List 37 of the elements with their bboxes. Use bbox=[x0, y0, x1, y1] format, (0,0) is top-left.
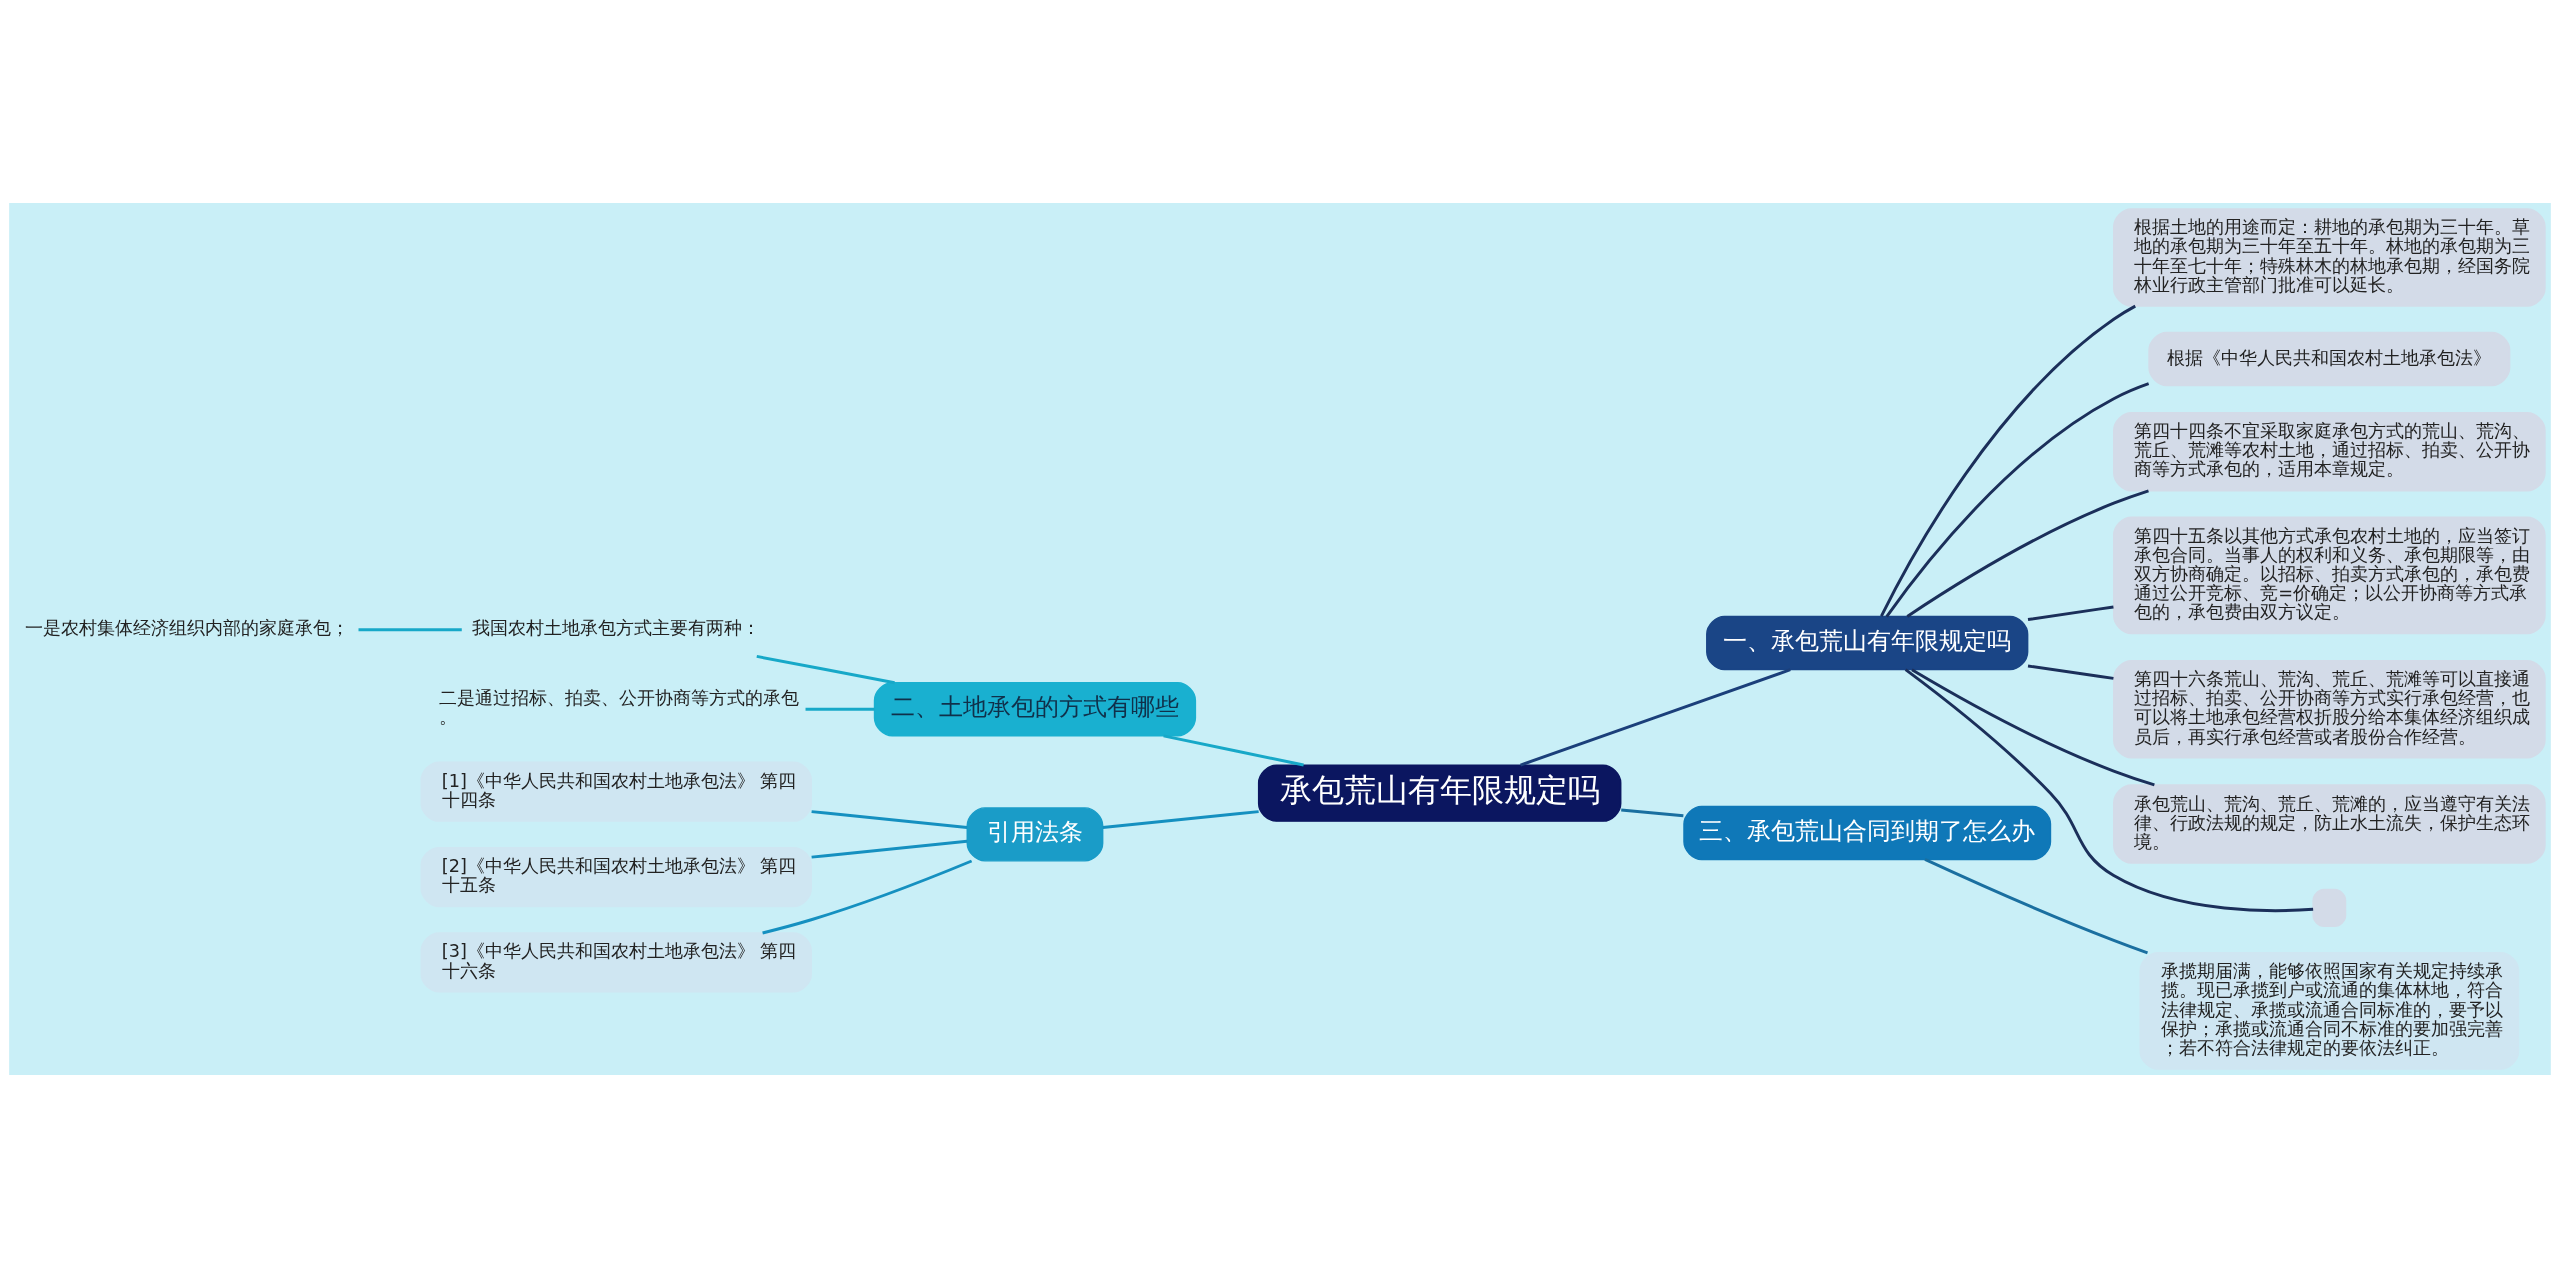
node-box: 根据《中华人民共和国农村土地承包法》 bbox=[2148, 331, 2511, 386]
node-box: 一、承包荒山有年限规定吗 bbox=[1706, 615, 2029, 670]
connector bbox=[1906, 488, 2149, 618]
connector bbox=[1904, 667, 2314, 912]
connector bbox=[805, 707, 875, 711]
connector bbox=[811, 839, 968, 859]
node-box: [2]《中华人民共和国农村土地承包法》 第四十五条 bbox=[420, 846, 812, 907]
connector bbox=[1102, 809, 1259, 829]
connector bbox=[762, 859, 973, 934]
node-box: [1]《中华人民共和国农村土地承包法》 第四十四条 bbox=[420, 761, 812, 822]
connector bbox=[2027, 664, 2114, 680]
connector bbox=[2027, 605, 2114, 621]
node-text: 我国农村土地承包方式主要有两种： bbox=[472, 617, 761, 638]
node-box: 承包荒山、荒沟、荒丘、荒滩的，应当遵守有关法律、行政法规的规定，防止水土流失，保护生态环境。 bbox=[2113, 783, 2546, 864]
connector bbox=[1924, 857, 2148, 954]
connector bbox=[1885, 381, 2150, 617]
connector bbox=[1911, 667, 2155, 786]
node-box: 第四十五条以其他方式承包农村土地的，应当签订承包合同。当事人的权利和义务、承包期限等，由双方协商确定。以招标、拍卖方式承包的，承包费通过公开竞标、竞=价确定；以公开协商等方式承包的，承包费由双方议定。 bbox=[2113, 515, 2546, 634]
node-box: 第四十六条荒山、荒沟、荒丘、荒滩等可以直接通过招标、拍卖、公开协商等方式实行承包经营，也可以将土地承包经营权折股分给本集体经济组织成员后，再实行承包经营或者股份合作经营。 bbox=[2113, 659, 2546, 759]
node-box: 引用法条 bbox=[966, 806, 1104, 862]
connector bbox=[1621, 808, 1684, 817]
node-text: 一是农村集体经济组织内部的家庭承包； bbox=[24, 617, 349, 638]
connector bbox=[358, 627, 462, 631]
node-box: 二、土地承包的方式有哪些 bbox=[873, 681, 1197, 736]
node-box: 承包荒山有年限规定吗 bbox=[1257, 763, 1622, 822]
node-box: [3]《中华人民共和国农村土地承包法》 第四十六条 bbox=[420, 931, 812, 993]
connector bbox=[811, 809, 968, 829]
connector bbox=[1163, 733, 1304, 766]
node-box: 根据土地的用途而定：耕地的承包期为三十年。草地的承包期为三十年至五十年。林地的承包期为三十年至七十年；特殊林木的林地承包期，经国务院林业行政主管部门批准可以延长。 bbox=[2113, 207, 2546, 307]
connector bbox=[756, 654, 895, 684]
node-box: 三、承包荒山合同到期了怎么办 bbox=[1683, 805, 2052, 860]
connector bbox=[1520, 667, 1791, 766]
node-box: 第四十四条不宜采取家庭承包方式的荒山、荒沟、荒丘、荒滩等农村土地，通过招标、拍卖、公开协商等方式承包的，适用本章规定。 bbox=[2113, 411, 2546, 491]
connector bbox=[1880, 304, 2136, 617]
node-box bbox=[2312, 888, 2347, 927]
node-box: 承揽期届满，能够依照国家有关规定持续承揽。现已承揽到户或流通的集体林地，符合法律规定、承揽或流通合同标准的，要予以保护；承揽或流通合同不标准的要加强完善；若不符合法律规定的要依法纠正。 bbox=[2139, 951, 2520, 1070]
node-text: 二是通过招标、拍卖、公开协商等方式的承包。 bbox=[438, 687, 799, 727]
